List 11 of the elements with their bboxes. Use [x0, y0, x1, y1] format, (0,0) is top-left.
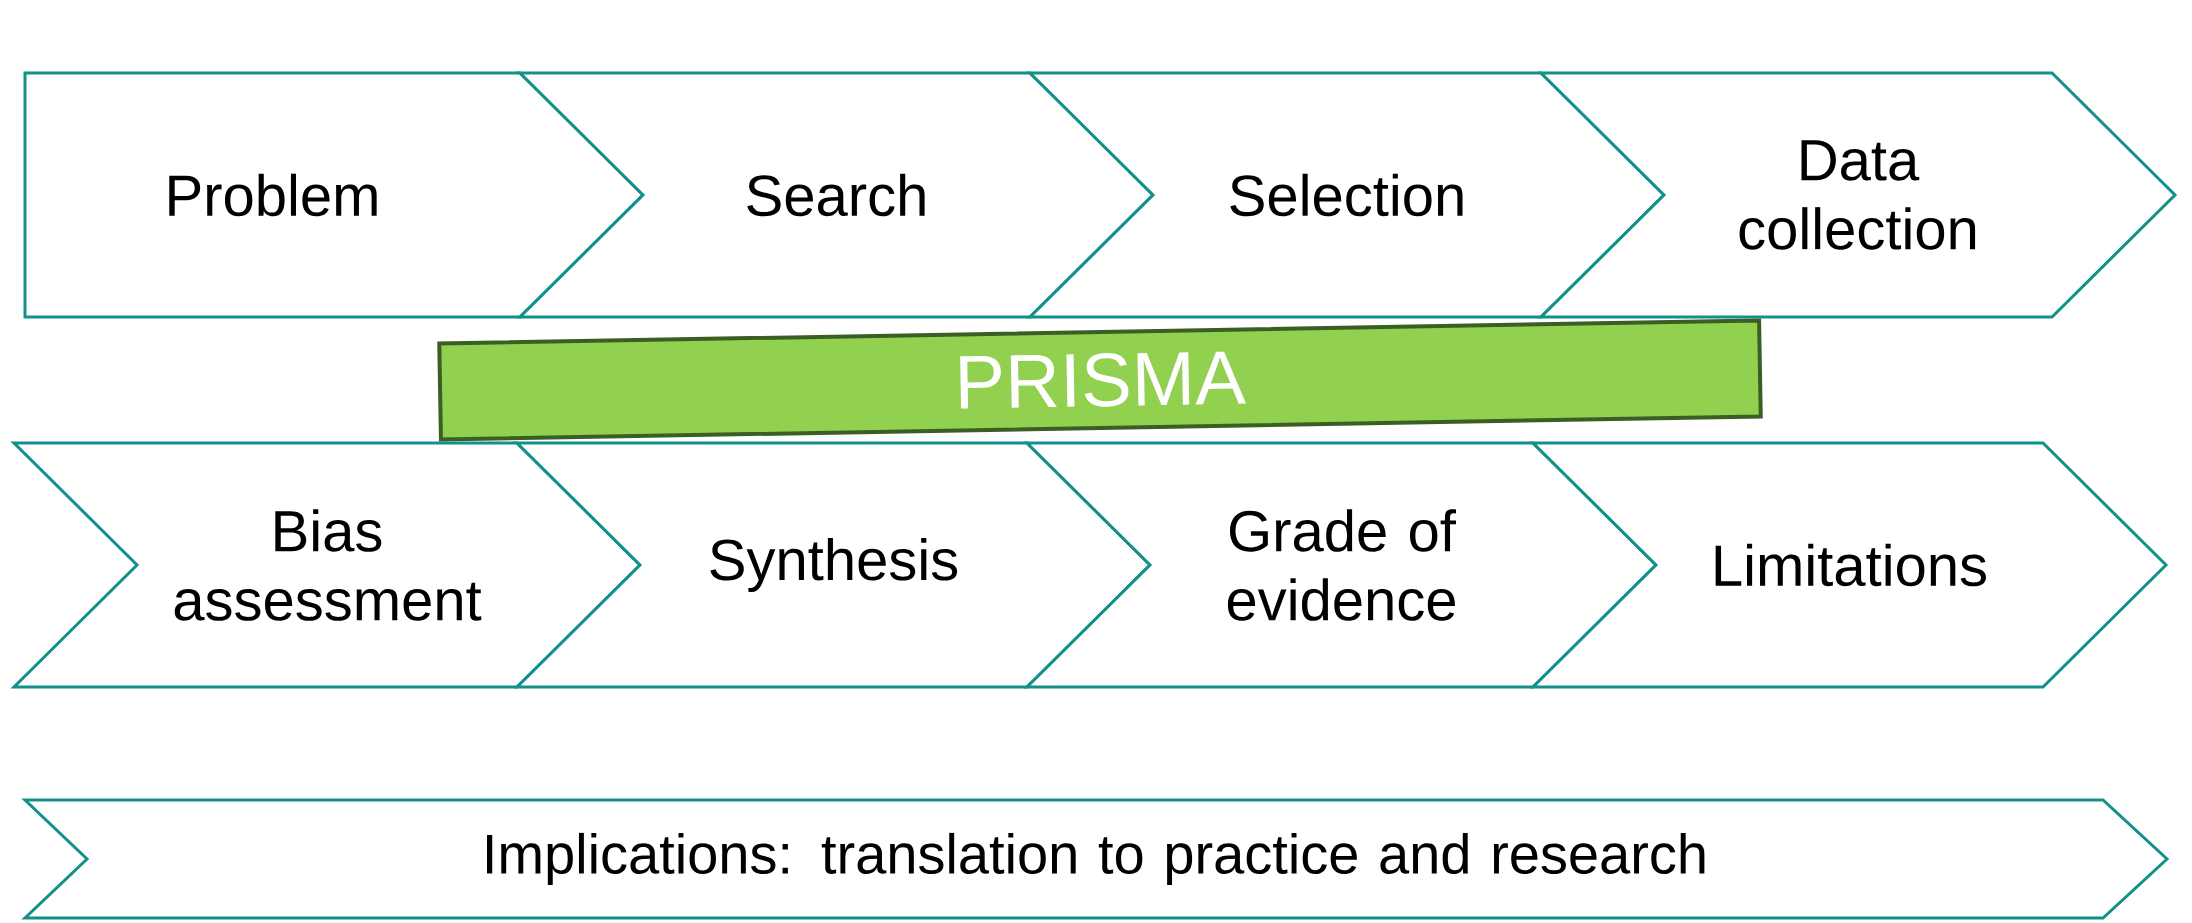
node-label: Data collection	[1739, 140, 1976, 250]
chevron-box: Bias assessment	[10, 441, 643, 689]
chevron-box: Selection	[1026, 71, 1667, 319]
chevron-box: Limitations	[1529, 441, 2169, 689]
node-label: Limitations	[1715, 543, 1986, 587]
chevron-box: Synthesis	[513, 441, 1153, 689]
chevron-box: Search	[516, 71, 1156, 319]
banner: PRISMA	[437, 318, 1763, 442]
chevron-box: Implications: translation to practice and research	[21, 798, 2170, 920]
chevron-box: Data collection	[1537, 71, 2178, 319]
chevron-box: Grade of evidence	[1023, 441, 1659, 689]
